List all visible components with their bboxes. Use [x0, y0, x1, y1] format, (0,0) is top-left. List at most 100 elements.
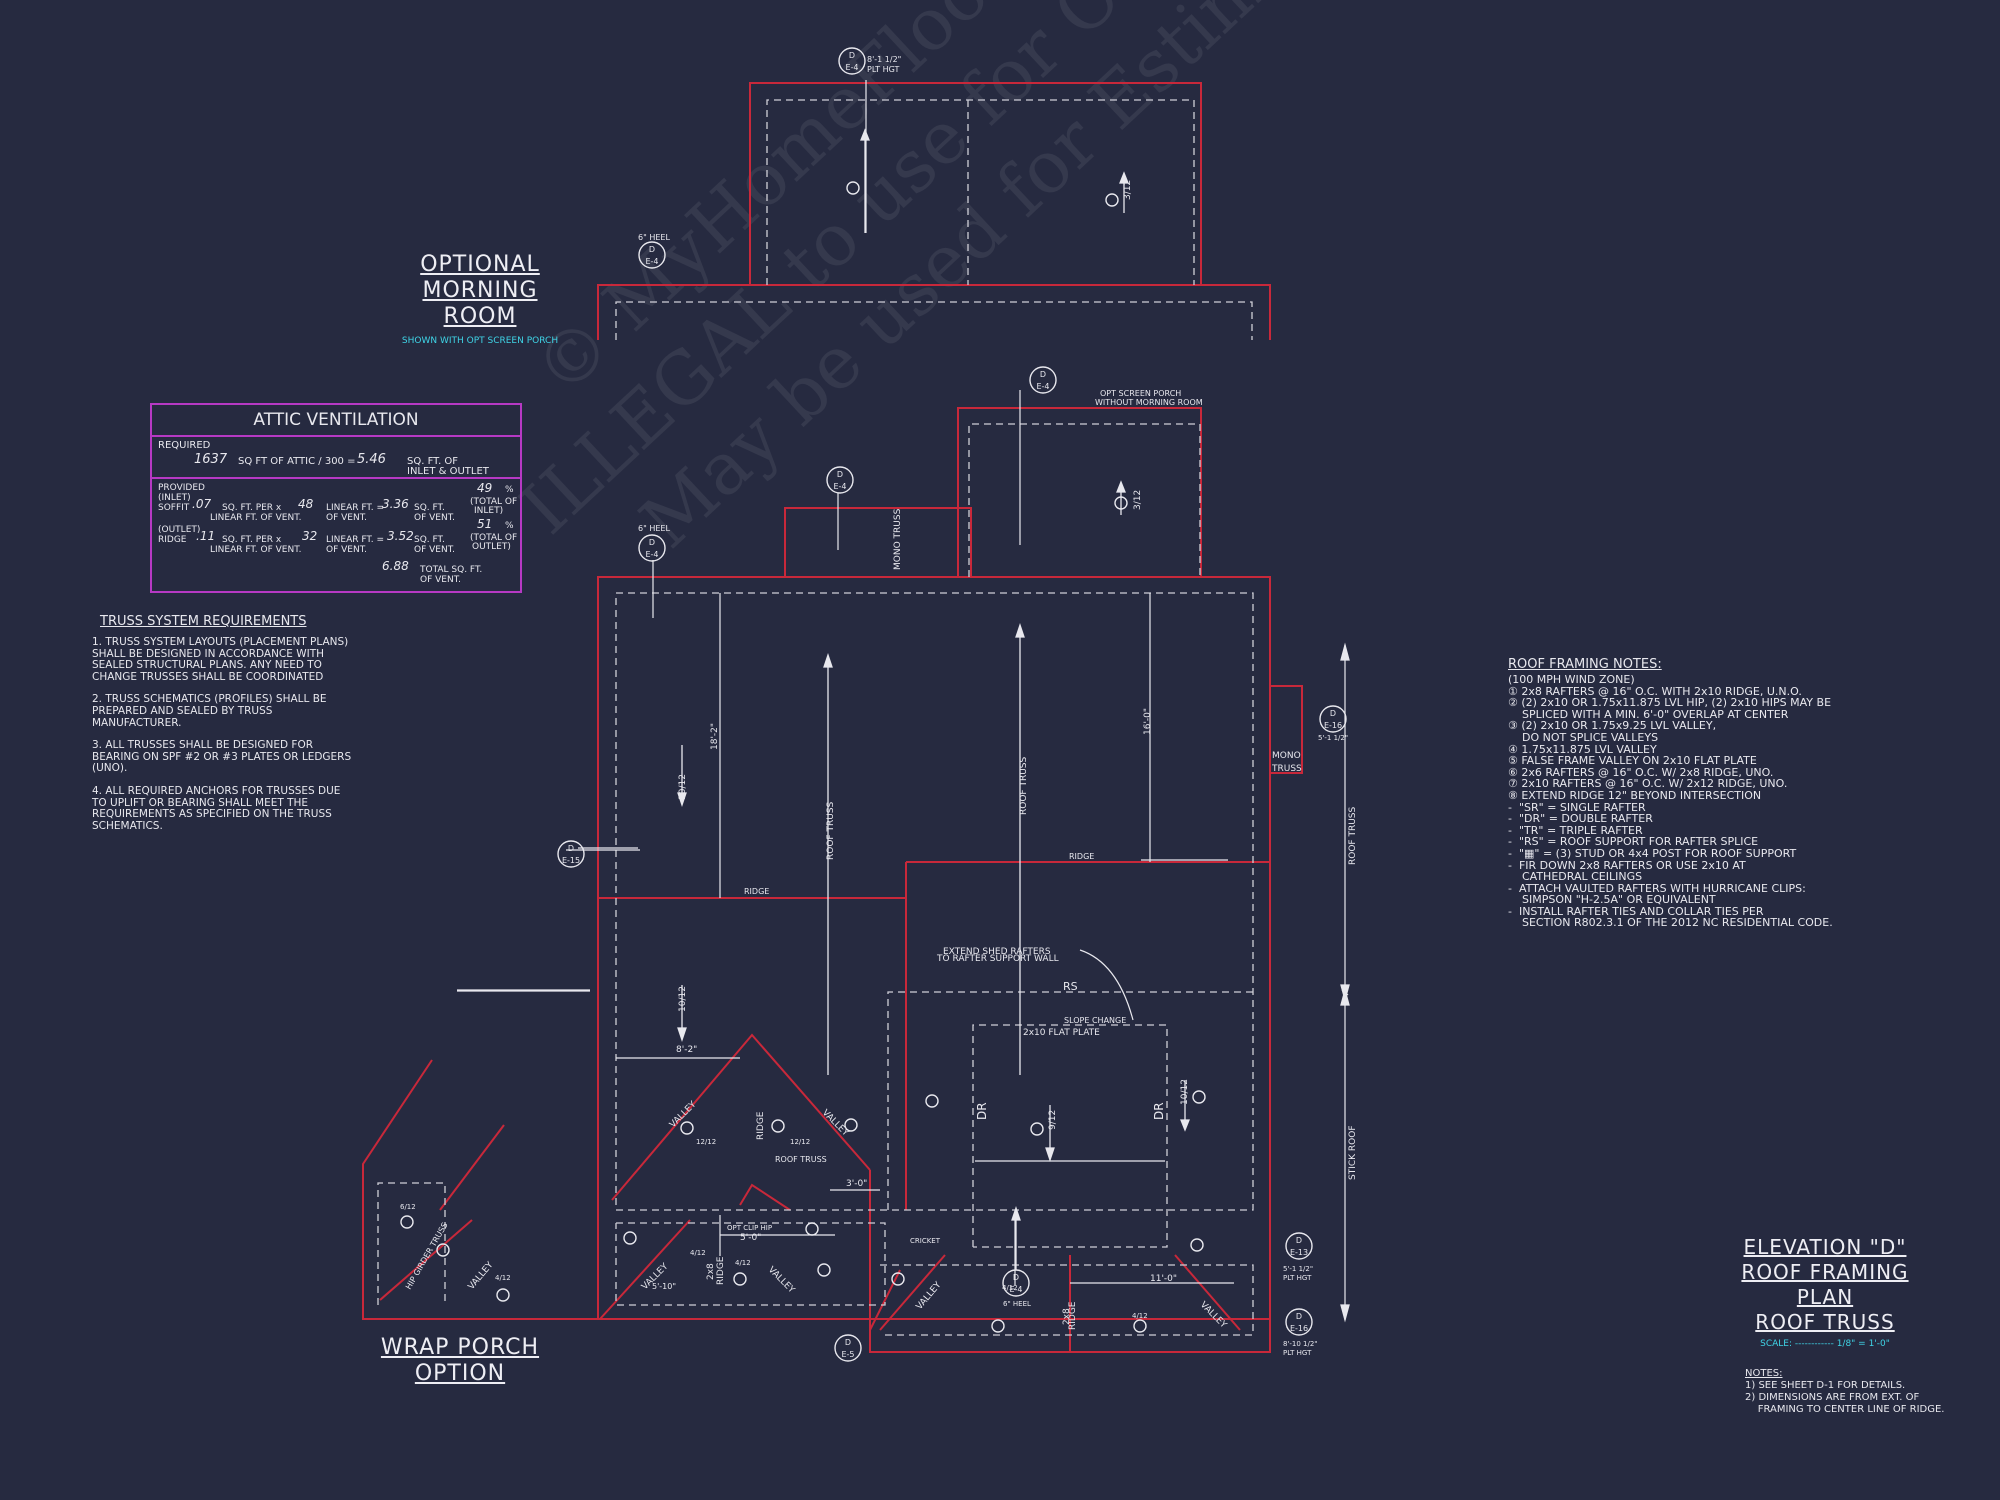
truss-requirement-line: 1. TRUSS SYSTEM LAYOUTS (PLACEMENT PLANS… [92, 636, 349, 648]
attic-required-section: REQUIRED 1637 SQ FT OF ATTIC / 300 = 5.4… [152, 437, 520, 479]
svg-text:6" HEEL: 6" HEEL [1003, 1300, 1031, 1308]
svg-text:E-16: E-16 [1290, 1324, 1308, 1333]
truss-requirement-line: 2. TRUSS SCHEMATICS (PROFILES) SHALL BE [92, 693, 327, 706]
svg-text:11'-0": 11'-0" [1150, 1274, 1177, 1284]
svg-text:STICK ROOF: STICK ROOF [1348, 1125, 1358, 1180]
ridge-total-text: SQ. FT. [414, 535, 445, 545]
svg-text:3'-0": 3'-0" [846, 1179, 867, 1189]
svg-text:MONO: MONO [1272, 751, 1301, 761]
soffit-lf-text: LINEAR FT. = [326, 503, 385, 513]
svg-text:8'-10 1/2": 8'-10 1/2" [1283, 1340, 1318, 1348]
svg-text:3/12: 3/12 [1133, 490, 1143, 510]
truss-requirement-line: 3. ALL TRUSSES SHALL BE DESIGNED FOR [92, 739, 314, 752]
svg-text:D: D [1040, 370, 1046, 379]
required-sqft: 1637 [194, 452, 228, 467]
elevation-subtitle-2: ROOF TRUSS [1755, 1310, 1895, 1334]
roof-note-line: SECTION R802.3.1 OF THE 2012 NC RESIDENT… [1508, 916, 1833, 930]
svg-text:D: D [649, 245, 655, 254]
svg-text:2x10 FLAT PLATE: 2x10 FLAT PLATE [1023, 1028, 1100, 1038]
outlet-percent-text: (TOTAL OF [470, 533, 518, 543]
svg-text:4/12: 4/12 [1132, 1312, 1148, 1320]
svg-text:5'-1 1/2": 5'-1 1/2" [1283, 1265, 1313, 1273]
roof-note-line: ⑤ FALSE FRAME VALLEY ON 2x10 FLAT PLATE [1508, 754, 1757, 768]
soffit-total-text: SQ. FT. [414, 503, 445, 513]
svg-text:E-4: E-4 [845, 63, 858, 72]
roof-framing-notes-list: (100 MPH WIND ZONE)① 2x8 RAFTERS @ 16" O… [1508, 674, 1978, 929]
svg-text:2x8: 2x8 [1062, 1308, 1072, 1325]
svg-text:E-4: E-4 [1009, 1285, 1022, 1294]
svg-text:E-5: E-5 [841, 1350, 854, 1359]
ridge-total: 3.52 [387, 529, 414, 543]
svg-text:OPT SCREEN PORCH: OPT SCREEN PORCH [1100, 389, 1181, 398]
svg-text:D: D [837, 470, 843, 479]
svg-text:RIDGE: RIDGE [716, 1256, 726, 1285]
soffit-total-text-2: OF VENT. [414, 513, 455, 523]
svg-text:DR: DR [1152, 1102, 1166, 1120]
morning-room-subtitle: SHOWN WITH OPT SCREEN PORCH [401, 336, 559, 346]
truss-requirement-line: REQUIREMENTS AS SPECIFIED ON THE TRUSS [92, 808, 332, 821]
wrap-porch-title-line-2: OPTION [414, 1361, 506, 1386]
morning-room-title-line-2: MORNING ROOM [422, 278, 538, 329]
morning-room-title: OPTIONAL MORNING ROOM SHOWN WITH OPT SCR… [390, 252, 570, 346]
svg-text:EXTEND SHED RAFTERS: EXTEND SHED RAFTERS [943, 947, 1051, 957]
roof-note-line: ⑧ EXTEND RIDGE 12" BEYOND INTERSECTION [1508, 788, 1762, 802]
svg-text:10/12: 10/12 [678, 774, 688, 800]
bottom-notes: NOTES: 1) SEE SHEET D-1 FOR DETAILS.2) D… [1745, 1368, 1965, 1416]
svg-text:E-15: E-15 [562, 856, 580, 865]
truss-requirement-line: BEARING ON SPF #2 OR #3 PLATES OR LEDGER… [92, 750, 352, 763]
svg-text:18'-2": 18'-2" [710, 723, 720, 750]
svg-text:VALLEY: VALLEY [766, 1265, 797, 1296]
roof-note-line: DO NOT SPLICE VALLEYS [1508, 730, 1659, 744]
roof-note-line: - FIR DOWN 2x8 RAFTERS OR USE 2x10 AT [1508, 858, 1746, 872]
svg-text:DR: DR [975, 1102, 989, 1120]
morning-room-title-line-1: OPTIONAL [420, 252, 540, 277]
ridge-text-2: LINEAR FT. OF VENT. [210, 545, 302, 555]
soffit-lf: 48 [298, 497, 314, 511]
required-text: SQ FT OF ATTIC / 300 = [238, 456, 356, 467]
svg-text:5'-1 1/2": 5'-1 1/2" [1318, 734, 1348, 742]
roof-note-line: - INSTALL RAFTER TIES AND COLLAR TIES PE… [1508, 904, 1764, 918]
ridge-lf-text-2: OF VENT. [326, 545, 367, 555]
svg-text:RIDGE: RIDGE [1068, 1301, 1078, 1330]
svg-text:3/12: 3/12 [1123, 180, 1133, 200]
roof-framing-notes: ROOF FRAMING NOTES: (100 MPH WIND ZONE)①… [1508, 657, 1978, 929]
roof-note-line: - "TR" = TRIPLE RAFTER [1508, 823, 1643, 837]
svg-text:E-13: E-13 [1290, 1248, 1308, 1257]
svg-text:RIDGE: RIDGE [744, 887, 769, 896]
svg-text:2x8: 2x8 [706, 1263, 716, 1280]
svg-text:4/12: 4/12 [690, 1249, 706, 1257]
ridge-total-text-2: OF VENT. [414, 545, 455, 555]
required-unit: SQ. FT. OF [407, 456, 459, 467]
svg-text:RS: RS [1063, 980, 1078, 993]
roof-note-line: ③ (2) 2x10 OR 1.75x9.25 LVL VALLEY, [1508, 719, 1717, 733]
wrap-porch-title: WRAP PORCH OPTION [380, 1335, 540, 1387]
svg-text:ROOF TRUSS: ROOF TRUSS [1348, 806, 1358, 865]
svg-text:MONO TRUSS: MONO TRUSS [893, 508, 903, 570]
ridge-value: .11 [196, 529, 216, 543]
svg-text:SLOPE CHANGE: SLOPE CHANGE [1064, 1016, 1126, 1025]
main-house-outline [597, 576, 1271, 1320]
ridge-text: SQ. FT. PER x [222, 535, 282, 545]
elevation-title-block: ELEVATION "D" ROOF FRAMING PLAN ROOF TRU… [1710, 1235, 1940, 1349]
required-unit-2: INLET & OUTLET [407, 466, 489, 477]
morning-room-outline [749, 82, 1202, 285]
bottom-note-line: 1) SEE SHEET D-1 FOR DETAILS. [1745, 1380, 1906, 1391]
attic-provided-section: PROVIDED (INLET) SOFFIT .07 SQ. FT. PER … [152, 479, 520, 593]
roof-note-line: SPLICED WITH A MIN. 6'-0" OVERLAP AT CEN… [1508, 707, 1789, 721]
truss-requirements: TRUSS SYSTEM REQUIREMENTS 1. TRUSS SYSTE… [92, 614, 392, 843]
grand-total-text-2: OF VENT. [420, 575, 461, 585]
wrap-porch-outline [362, 1059, 598, 1320]
attic-ventilation-title: ATTIC VENTILATION [152, 405, 520, 437]
svg-text:16'-0": 16'-0" [1143, 708, 1153, 735]
screen-porch-outline [957, 407, 1202, 577]
morning-room-base [597, 284, 1271, 340]
truss-requirement-line: 4. ALL REQUIRED ANCHORS FOR TRUSSES DUE [92, 784, 341, 797]
svg-text:E-4: E-4 [1036, 382, 1049, 391]
wrap-porch-title-line-1: WRAP PORCH [380, 1335, 540, 1360]
ridge-label: RIDGE [158, 535, 187, 545]
bottom-note-line: 2) DIMENSIONS ARE FROM EXT. OF [1745, 1392, 1920, 1403]
svg-text:RIDGE: RIDGE [1069, 852, 1094, 861]
svg-text:TRUSS: TRUSS [1271, 764, 1302, 774]
truss-requirement-line: SEALED STRUCTURAL PLANS. ANY NEED TO [92, 659, 322, 672]
